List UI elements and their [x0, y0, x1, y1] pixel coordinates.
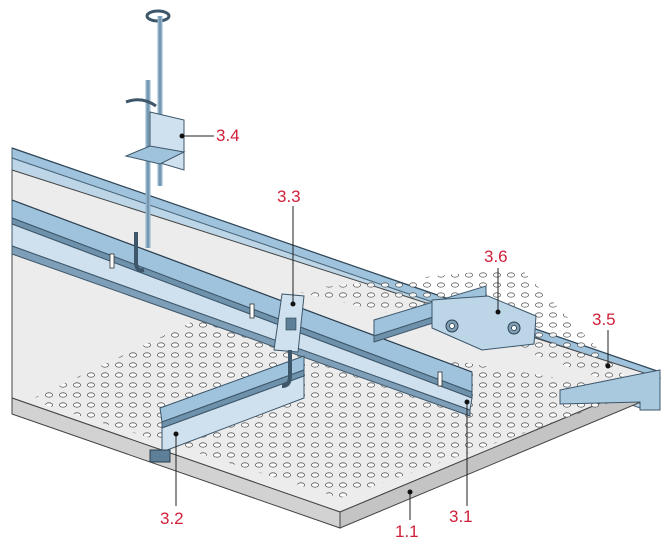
- leader-dot-1-1: [407, 489, 413, 495]
- corner-bracket: [431, 295, 537, 351]
- main-runner: [11, 199, 473, 417]
- leader-lines: [175, 135, 609, 520]
- callout-1-1: 1.1: [395, 522, 419, 541]
- leader-dot-3-6: [495, 309, 501, 315]
- callout-3-1: 3.1: [449, 507, 473, 526]
- callout-3-3: 3.3: [277, 187, 301, 206]
- leader-dot-3-2: [173, 431, 179, 437]
- cross-tee-front: [149, 355, 305, 463]
- callout-3-5: 3.5: [592, 310, 616, 329]
- wall-angle-lip: [559, 369, 661, 411]
- callout-3-4: 3.4: [216, 126, 240, 145]
- leader-dot-3-4: [179, 133, 185, 139]
- leader-dot-3-3: [290, 301, 296, 307]
- callout-3-6: 3.6: [484, 247, 508, 266]
- connector-clip: [273, 293, 305, 388]
- runner-hook: [134, 232, 145, 273]
- leader-dot-3-5: [605, 363, 611, 369]
- callout-3-2: 3.2: [160, 509, 184, 528]
- suspension-clip: [124, 98, 186, 171]
- leader-dots: [173, 133, 611, 495]
- perforated-area: [30, 318, 640, 498]
- leader-dot-3-1: [464, 399, 470, 405]
